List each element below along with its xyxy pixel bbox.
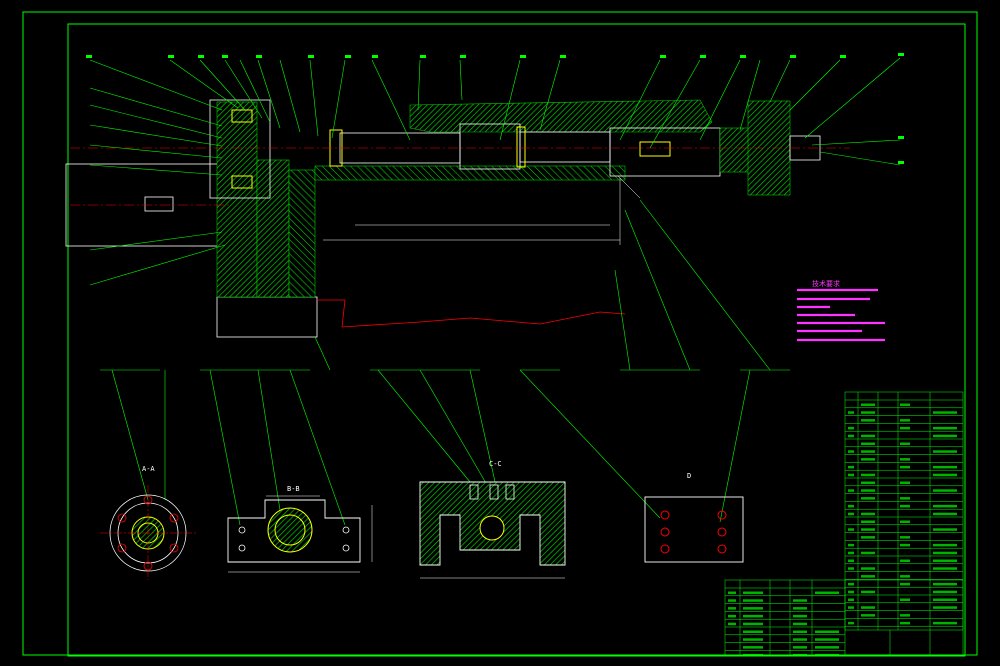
section-a-label: A-A	[142, 465, 155, 473]
section-a-view	[100, 485, 196, 580]
inner-frame	[67, 23, 966, 657]
callout-marks	[86, 53, 904, 164]
section-c-label: C-C	[489, 460, 502, 468]
outer-frame	[22, 11, 978, 656]
parts-list-table	[844, 391, 964, 631]
section-c-view	[419, 481, 566, 579]
section-d-view	[644, 496, 744, 563]
leader-lines	[89, 57, 901, 526]
base-block	[216, 296, 318, 338]
main-assembly-view	[65, 99, 850, 338]
parts-list-entries	[728, 403, 957, 657]
section-b-view	[227, 495, 373, 573]
technical-notes-lines	[797, 288, 885, 342]
technical-requirements-title: 技术要求	[812, 280, 840, 288]
title-block	[724, 579, 964, 657]
section-b-label: B-B	[287, 485, 300, 493]
section-d-label: D	[687, 472, 692, 480]
